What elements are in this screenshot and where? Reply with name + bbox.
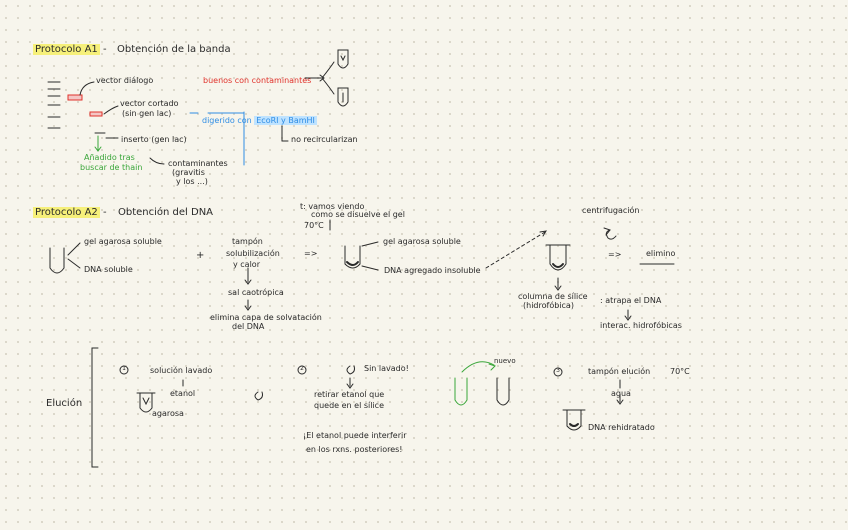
blue-note-prefix: digerido con <box>202 116 252 125</box>
green-note-2: buscar de thain <box>80 163 143 172</box>
warning-label: ¡El etanol puede interferir <box>303 431 407 440</box>
a1-heading: Protocolo A1 <box>33 44 100 55</box>
a1-dash: - <box>103 44 107 55</box>
a2-heading-label: Protocolo A2 <box>33 207 100 218</box>
centrifuge-icon <box>346 365 355 375</box>
silica-column-label: columna de sílice <box>518 292 588 301</box>
band-box-icon <box>89 111 103 117</box>
a1-heading-label: Protocolo A1 <box>33 44 100 55</box>
double-arrow-1: => <box>304 249 318 258</box>
hydrophobic-label: interac. hidrofóbicas <box>600 321 682 330</box>
centrifugation-label: centrifugación <box>582 206 640 215</box>
red-note: buenos con contaminantes <box>203 76 312 85</box>
contaminants-label: contaminantes <box>168 159 228 168</box>
removes-label: elimina capa de solvatación <box>210 313 322 322</box>
step-2-number: 2 <box>300 365 304 372</box>
tube-icon <box>139 392 153 413</box>
ethanol-label: etanol <box>170 389 196 398</box>
elution-temp-label: 70°C <box>670 367 690 376</box>
dna-soluble-label: DNA soluble <box>84 265 133 274</box>
tube-icon <box>344 245 361 269</box>
contaminants-sub-2: y los ...) <box>176 177 208 186</box>
a2-dash: - <box>103 207 107 218</box>
tube-icon <box>49 247 65 274</box>
temp-70: 70°C <box>304 221 324 230</box>
tube-icon <box>454 377 468 406</box>
silica-column-sub-label: (hidrofóbica) <box>523 301 574 310</box>
blue-note-enzymes: EcoRI y BamHI <box>254 116 317 125</box>
heat-label: y calor <box>233 260 260 269</box>
double-arrow-2: => <box>608 250 622 259</box>
no-wash-label: Sin lavado! <box>364 364 409 373</box>
step-3-number: 3 <box>556 367 560 374</box>
step-1-number: 1 <box>122 365 126 372</box>
bracket <box>91 347 99 468</box>
blue-note: digerido con EcoRI y BamHI <box>202 116 317 126</box>
buffer-label: tampón <box>232 237 263 246</box>
gel-soluble-label-2: gel agarosa soluble <box>383 237 461 246</box>
temp-note-2: como se disuelve el gel <box>311 210 405 219</box>
elution-buffer-label: tampón elución <box>588 367 651 376</box>
remove-ethanol-label: retirar etanol que <box>314 390 385 399</box>
traps-dna-label: : atrapa el DNA <box>600 296 662 305</box>
gel-soluble-label: gel agarosa soluble <box>84 237 162 246</box>
removes-sub-label: del DNA <box>232 322 265 331</box>
new-tube-label: nuevo <box>494 357 516 365</box>
vector-cut-label: vector cortado <box>120 99 179 108</box>
band-box-icon <box>67 94 83 101</box>
temp-note-1: t: vamos viendo <box>300 202 365 211</box>
dna-rehydrated-label: DNA rehidratado <box>588 423 655 432</box>
vector-cut-sub-label: (sin gen lac) <box>122 109 172 118</box>
gel-ladder-icon <box>47 81 61 129</box>
chaotropic-salt-label: sal caotrópica <box>228 288 284 297</box>
remove-ethanol-sub-label: quede en el sílice <box>314 401 384 410</box>
centrifuge-icon <box>605 229 617 240</box>
no-recirc-label: no recircularizan <box>291 135 358 144</box>
plus-sign: + <box>196 250 205 261</box>
tube-icon <box>496 377 510 406</box>
buffer-sub-label: solubilización <box>226 249 280 258</box>
tube-icon <box>566 409 582 431</box>
centrifuge-icon <box>254 391 263 401</box>
tube-icon <box>337 49 349 69</box>
a2-heading: Protocolo A2 <box>33 207 100 218</box>
eliminate-label: elimino <box>646 249 676 258</box>
insert-label: inserto (gen lac) <box>121 135 187 144</box>
vector-deleted-label: vector diálogo <box>96 76 154 85</box>
green-note-1: Añadido tras <box>84 153 135 162</box>
tube-icon <box>337 87 349 107</box>
elution-label: Elución <box>46 398 83 409</box>
a2-subtitle: Obtención del DNA <box>118 207 214 218</box>
silica-column-icon <box>549 244 567 271</box>
contaminants-sub-1: (gravitis <box>172 168 205 177</box>
water-label: agua <box>611 389 631 398</box>
warning-sub-label: en los rxns. posteriores! <box>306 445 403 454</box>
agarose-label: agarosa <box>152 409 184 418</box>
a1-subtitle: Obtención de la banda <box>117 44 231 55</box>
dna-aggregated-label: DNA agregado insoluble <box>384 266 481 275</box>
wash-solution-label: solución lavado <box>150 366 213 375</box>
